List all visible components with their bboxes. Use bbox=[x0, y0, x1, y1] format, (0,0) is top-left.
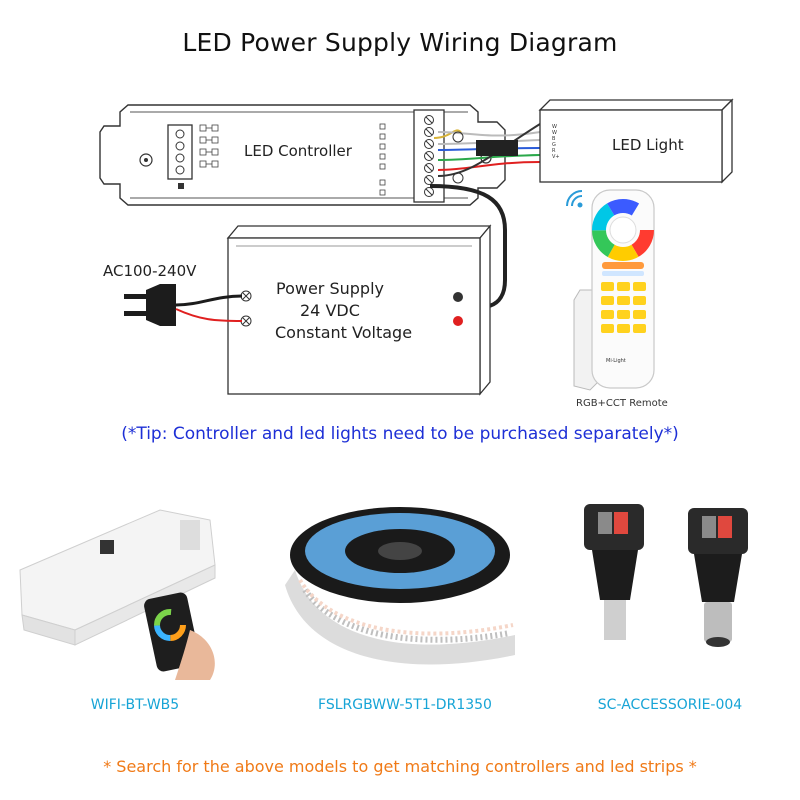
page-title: LED Power Supply Wiring Diagram bbox=[182, 28, 618, 57]
output-wires bbox=[433, 123, 541, 177]
remote-caption: RGB+CCT Remote bbox=[576, 398, 668, 409]
model-connector: SC-ACCESSORIE-004 bbox=[597, 697, 743, 713]
power-supply-label: Power Supply bbox=[276, 279, 384, 298]
model-wb5: WIFI-BT-WB5 bbox=[90, 697, 180, 713]
product-wb5-image bbox=[19, 509, 216, 680]
wire-letters: W W B G R V+ bbox=[552, 124, 560, 160]
search-note: * Search for the above models to get mat… bbox=[103, 757, 697, 776]
ps-output-negative bbox=[453, 292, 463, 302]
power-supply-type: Constant Voltage bbox=[275, 323, 413, 342]
svg-text:Mi·Light: Mi·Light bbox=[606, 358, 626, 364]
ac-input-label: AC100-240V bbox=[103, 262, 197, 280]
svg-text:V+: V+ bbox=[552, 154, 560, 160]
tip-text: (*Tip: Controller and led lights need to… bbox=[121, 424, 679, 444]
ac-plug bbox=[124, 284, 243, 326]
svg-text:W: W bbox=[552, 124, 557, 130]
svg-text:G: G bbox=[552, 142, 556, 148]
svg-text:B: B bbox=[552, 136, 556, 142]
led-light-label: LED Light bbox=[612, 136, 684, 154]
rgb-cct-remote: Mi·Light bbox=[573, 189, 655, 391]
svg-text:W: W bbox=[552, 130, 557, 136]
product-led-strip-image bbox=[285, 507, 515, 665]
wifi-signal-icon bbox=[566, 190, 583, 208]
product-connector-image bbox=[584, 504, 748, 647]
wiring-diagram: W W B G R V+ bbox=[99, 98, 734, 396]
led-controller bbox=[99, 104, 506, 206]
power-supply-box bbox=[226, 224, 492, 396]
power-supply-voltage: 24 VDC bbox=[300, 301, 360, 320]
controller-label: LED Controller bbox=[244, 142, 352, 160]
led-light-box bbox=[538, 98, 734, 184]
model-led-strip: FSLRGBWW-5T1-DR1350 bbox=[318, 697, 492, 713]
ps-output-positive bbox=[453, 316, 463, 326]
svg-text:R: R bbox=[552, 148, 556, 154]
